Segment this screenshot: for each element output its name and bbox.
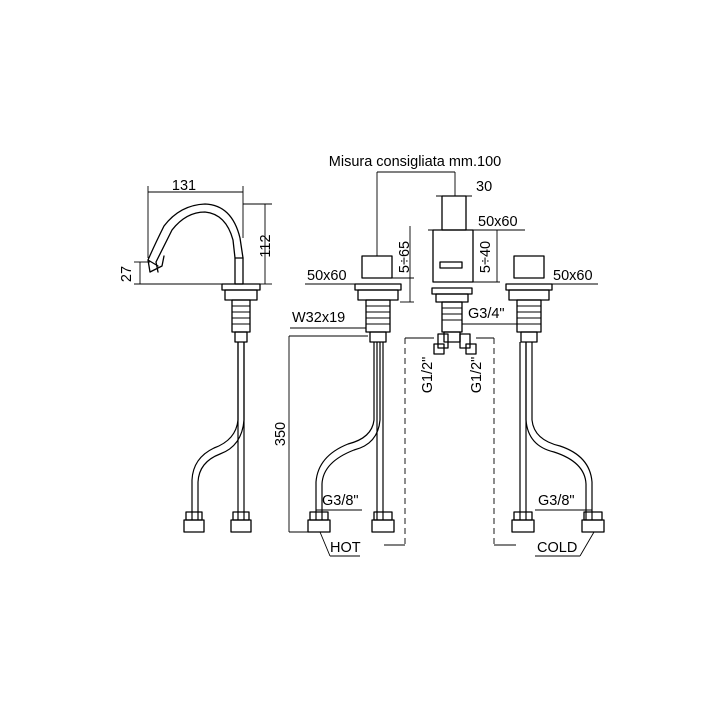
body-range-label: 5÷40 [478, 241, 494, 273]
recommended-distance-label: Misura consigliata mm.100 [329, 154, 501, 170]
hot-valve [307, 255, 402, 533]
cold-valve [505, 255, 605, 533]
left-lever-range-label: 5÷65 [397, 241, 413, 273]
central-body [431, 195, 477, 355]
thread-g12-right-label: G1/2" [469, 357, 485, 394]
spout-height-label: 112 [258, 234, 274, 257]
cold-label: COLD [537, 540, 577, 556]
hot-label: HOT [330, 540, 361, 556]
spout-assembly [147, 203, 261, 533]
thread-g12-left-label: G1/2" [420, 357, 436, 394]
hose-length-label: 350 [273, 422, 289, 446]
dimension-lines [288, 171, 598, 557]
body-rosette-label: 50x60 [478, 214, 518, 230]
cold-thread-label: G3/8" [538, 493, 575, 509]
right-rosette-label: 50x60 [553, 268, 593, 284]
spout-dimensions [134, 186, 272, 285]
thread-w-label: W32x19 [292, 310, 345, 326]
hot-thread-label: G3/8" [322, 493, 359, 509]
spout-outlet-height-label: 27 [119, 266, 135, 282]
body-width-label: 30 [476, 179, 492, 195]
thread-g34-label: G3/4" [468, 306, 505, 322]
left-rosette-label: 50x60 [307, 268, 347, 284]
spout-width-label: 131 [172, 178, 196, 194]
